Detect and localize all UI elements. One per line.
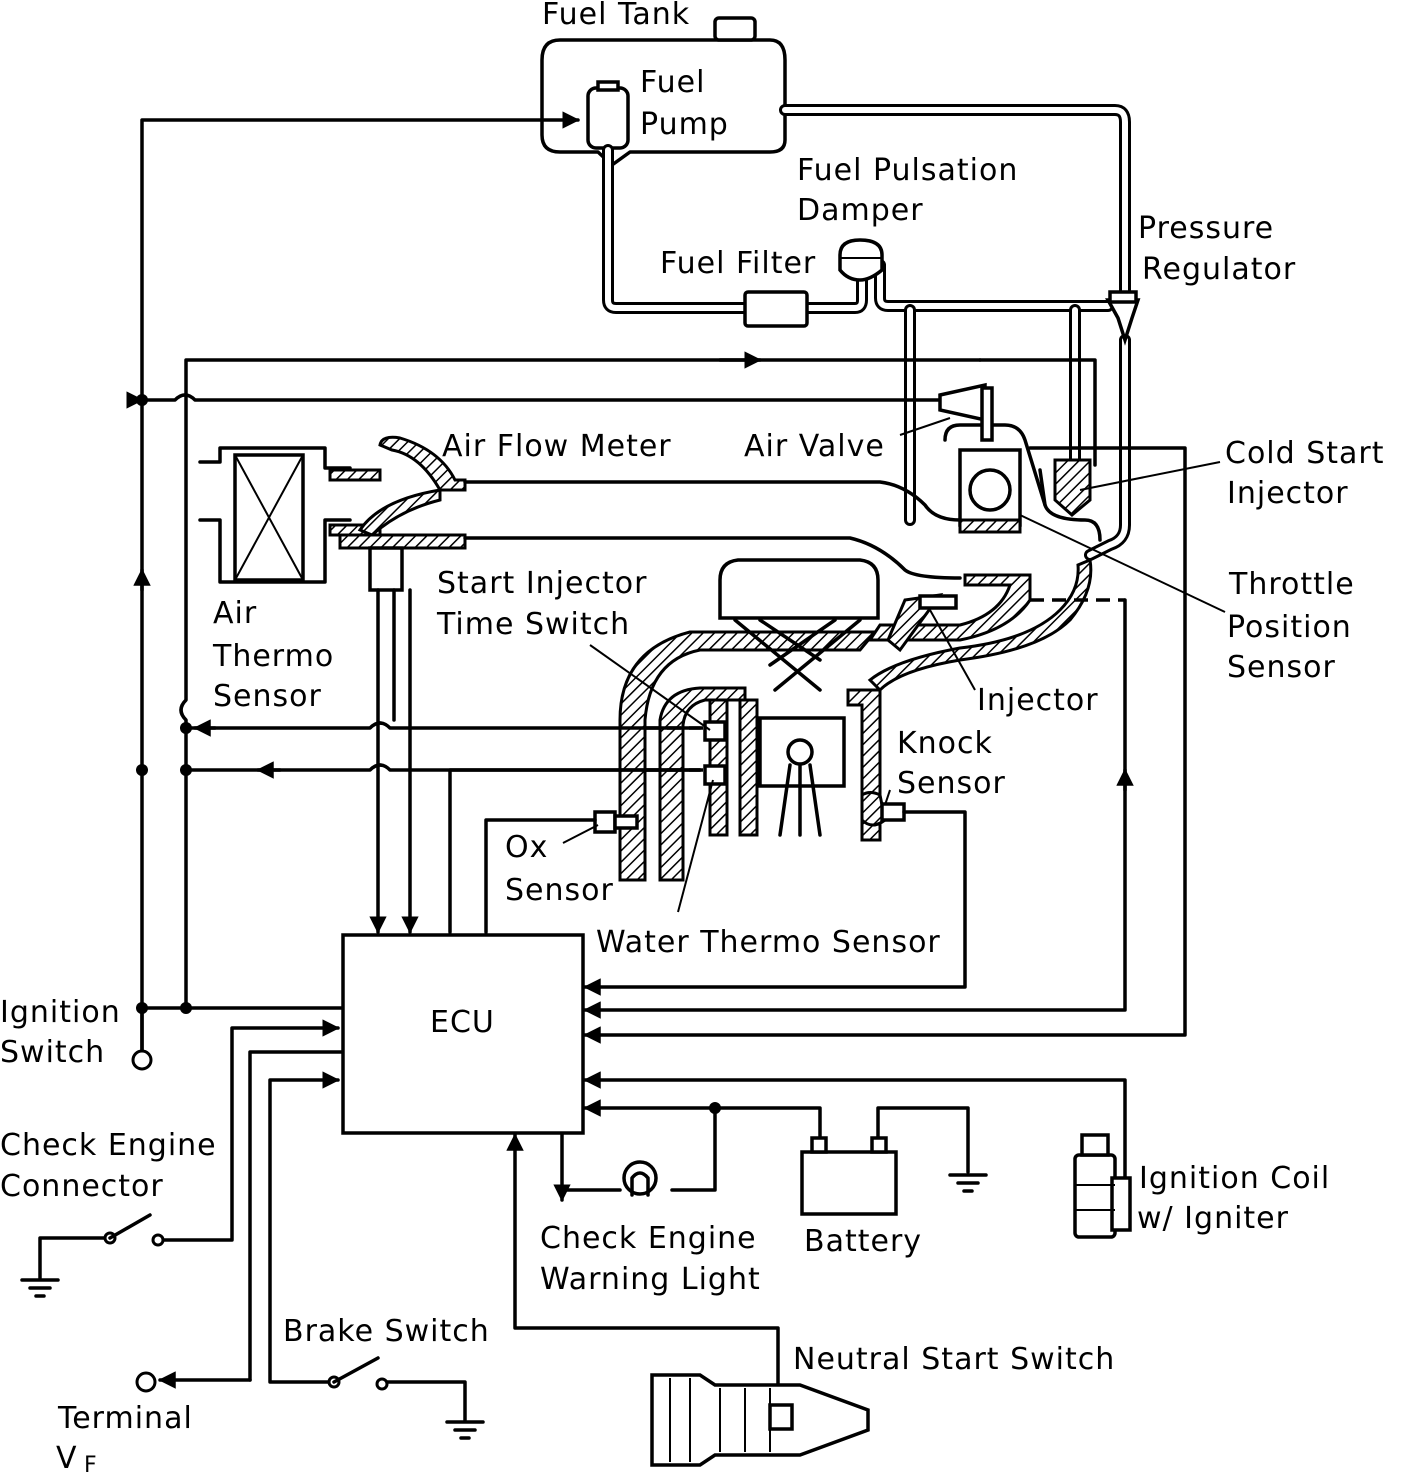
fuel-pulsation-damper-label-1: Fuel Pulsation bbox=[797, 153, 1018, 188]
start-injector-time-switch-label-1: Start Injector bbox=[437, 566, 647, 601]
fuel-pump-label-2: Pump bbox=[640, 107, 729, 142]
fuel-filter-label: Fuel Filter bbox=[660, 246, 816, 281]
water-thermo-sensor-label: Water Thermo Sensor bbox=[596, 925, 941, 960]
pressure-regulator-label-1: Pressure bbox=[1138, 211, 1274, 246]
ox-sensor-label-2: Sensor bbox=[505, 873, 614, 908]
ignition-switch-label-1: Ignition bbox=[0, 995, 121, 1030]
fuel-filter bbox=[743, 290, 809, 328]
ox-sensor-label-1: Ox bbox=[505, 830, 548, 865]
air-cleaner bbox=[198, 446, 352, 584]
transmission bbox=[650, 1373, 870, 1467]
start-injector-time-switch-label-2: Time Switch bbox=[436, 607, 630, 642]
brake-switch-label: Brake Switch bbox=[283, 1314, 490, 1349]
fuel-tank bbox=[540, 16, 787, 167]
terminal-vf-point bbox=[135, 1371, 157, 1393]
air-flow-meter-body bbox=[328, 435, 467, 592]
battery-body bbox=[800, 1136, 898, 1216]
cold-start-injector-label-1: Cold Start bbox=[1225, 436, 1385, 471]
cold-start-injector-label-2: Injector bbox=[1227, 476, 1349, 511]
battery-label: Battery bbox=[804, 1224, 922, 1259]
terminal-vf-subscript: F bbox=[84, 1453, 98, 1474]
injector-label: Injector bbox=[977, 683, 1099, 718]
injector-part bbox=[886, 593, 958, 653]
engine-block bbox=[618, 557, 1093, 882]
junctions bbox=[136, 394, 721, 1114]
fuel-pump bbox=[586, 80, 630, 150]
cold-start-injector bbox=[1038, 458, 1102, 542]
knock-sensor-part bbox=[860, 791, 906, 827]
check-engine-warning-light-label-2: Warning Light bbox=[540, 1262, 761, 1297]
check-engine-connector-switch bbox=[103, 1213, 165, 1247]
check-engine-connector-label-2: Connector bbox=[0, 1169, 164, 1204]
fuel-pulsation-damper-label-2: Damper bbox=[797, 193, 924, 228]
throttle-position-sensor-label-2: Position bbox=[1227, 610, 1352, 645]
pressure-regulator-label-2: Regulator bbox=[1142, 252, 1296, 287]
intake-duct bbox=[463, 480, 962, 580]
fuel-pump-label-1: Fuel bbox=[640, 65, 705, 100]
fuel-tank-label: Fuel Tank bbox=[542, 0, 690, 32]
check-engine-connector-label-1: Check Engine bbox=[0, 1128, 217, 1163]
throttle-body bbox=[943, 423, 1047, 534]
air-thermo-sensor-label-1: Air bbox=[213, 596, 257, 631]
leader-lines bbox=[562, 417, 1226, 913]
pressure-regulator bbox=[1105, 290, 1141, 346]
check-engine-warning-light-bulb bbox=[622, 1160, 658, 1197]
neutral-start-switch-label: Neutral Start Switch bbox=[793, 1342, 1115, 1377]
throttle-position-sensor-label-3: Sensor bbox=[1227, 650, 1336, 685]
ox-sensor-part bbox=[593, 810, 639, 834]
start-injector-time-switch-part bbox=[703, 720, 727, 786]
ignition-coil-body bbox=[1073, 1133, 1132, 1239]
ignition-switch-label-2: Switch bbox=[0, 1035, 105, 1070]
check-engine-warning-light-label-1: Check Engine bbox=[540, 1221, 757, 1256]
air-valve-label: Air Valve bbox=[744, 429, 885, 464]
ignition-switch-terminal bbox=[131, 1006, 153, 1071]
ignition-coil-label-1: Ignition Coil bbox=[1139, 1161, 1330, 1196]
air-valve bbox=[938, 382, 994, 442]
terminal-vf-label-2: V bbox=[56, 1441, 78, 1474]
terminal-vf-label-1: Terminal bbox=[57, 1401, 193, 1436]
ignition-coil-label-2: w/ Igniter bbox=[1137, 1201, 1289, 1236]
air-thermo-sensor-label-3: Sensor bbox=[213, 679, 322, 714]
knock-sensor-label-2: Sensor bbox=[897, 766, 1006, 801]
brake-switch-contacts bbox=[327, 1356, 389, 1391]
ecu-label: ECU bbox=[430, 1005, 495, 1040]
wiring bbox=[38, 111, 1187, 1422]
ground-symbols bbox=[20, 1173, 988, 1440]
fuel-lines bbox=[602, 104, 1131, 561]
fuel-pulsation-damper bbox=[838, 238, 884, 282]
air-flow-meter-label: Air Flow Meter bbox=[442, 429, 672, 464]
throttle-position-sensor-label-1: Throttle bbox=[1228, 567, 1355, 602]
ecu bbox=[341, 933, 585, 1135]
air-thermo-sensor-label-2: Thermo bbox=[212, 639, 334, 674]
knock-sensor-label-1: Knock bbox=[897, 726, 993, 761]
